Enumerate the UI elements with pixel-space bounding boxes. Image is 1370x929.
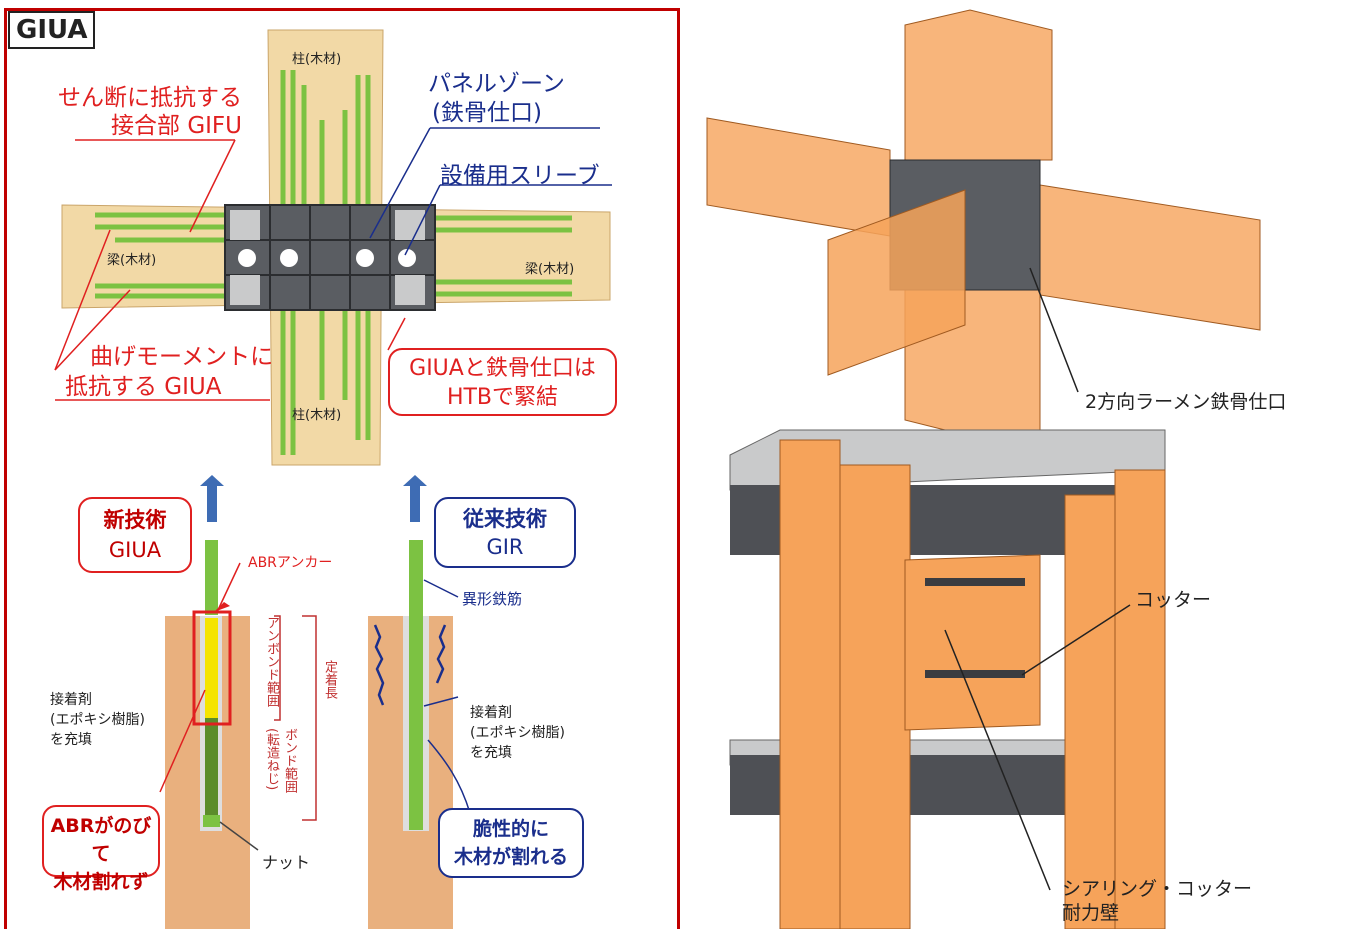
beam-left-label: 梁(木材) [107, 253, 157, 268]
column-bottom-label: 柱(木材) [292, 408, 342, 423]
nut-label: ナット [262, 853, 311, 872]
cotter-label: コッター [1135, 589, 1212, 611]
anchor-comparison-drawing [159, 475, 471, 929]
old-tech-box: 従来技術 GIR [434, 497, 576, 568]
deformed-bar-label: 異形鉄筋 [462, 590, 523, 608]
anchor-length-label: 定着長 [322, 660, 337, 699]
abr-anchor-label: ABRアンカー [248, 555, 333, 571]
unbond-range-label: アンボンド範囲 [264, 616, 279, 707]
column-top-label: 柱(木材) [292, 52, 342, 67]
bond-range-label: ボンド範囲 [282, 728, 297, 793]
abr-result-box: ABRがのびて 木材割れず [42, 805, 160, 893]
panel-tag: GIUA [8, 11, 96, 49]
adhesive-right-label: 接着剤 (エポキシ樹脂) を充填 [470, 705, 565, 761]
adhesive-left-label: 接着剤 (エポキシ樹脂) を充填 [50, 692, 145, 748]
giua-panel [4, 8, 680, 929]
new-tech-box: 新技術 GIUA [78, 497, 192, 573]
shear-joint-label: せん断に抵抗する 接合部 GIFU [58, 85, 242, 139]
htb-note-box: GIUAと鉄骨仕口は HTBで緊結 [388, 348, 617, 416]
rahmen-joint-label: 2方向ラーメン鉄骨仕口 [1085, 391, 1287, 413]
gir-result-box: 脆性的に 木材が割れる [438, 808, 584, 878]
panel-zone-label: パネルゾーン (鉄骨仕口) [428, 71, 565, 126]
joint-3d-drawing [706, 9, 1261, 436]
cross-joint-drawing [54, 29, 612, 466]
shear-wall-label: シアリング・コッター 耐力壁 [1062, 878, 1253, 924]
bond-range-note: (転造ねじ) [264, 728, 279, 791]
moment-joint-label: 曲げモーメントに 抵抗する GIUA [65, 344, 274, 400]
beam-right-label: 梁(木材) [525, 262, 575, 277]
wall-3d-drawing [729, 429, 1166, 929]
sleeve-label: 設備用スリーブ [440, 163, 600, 189]
